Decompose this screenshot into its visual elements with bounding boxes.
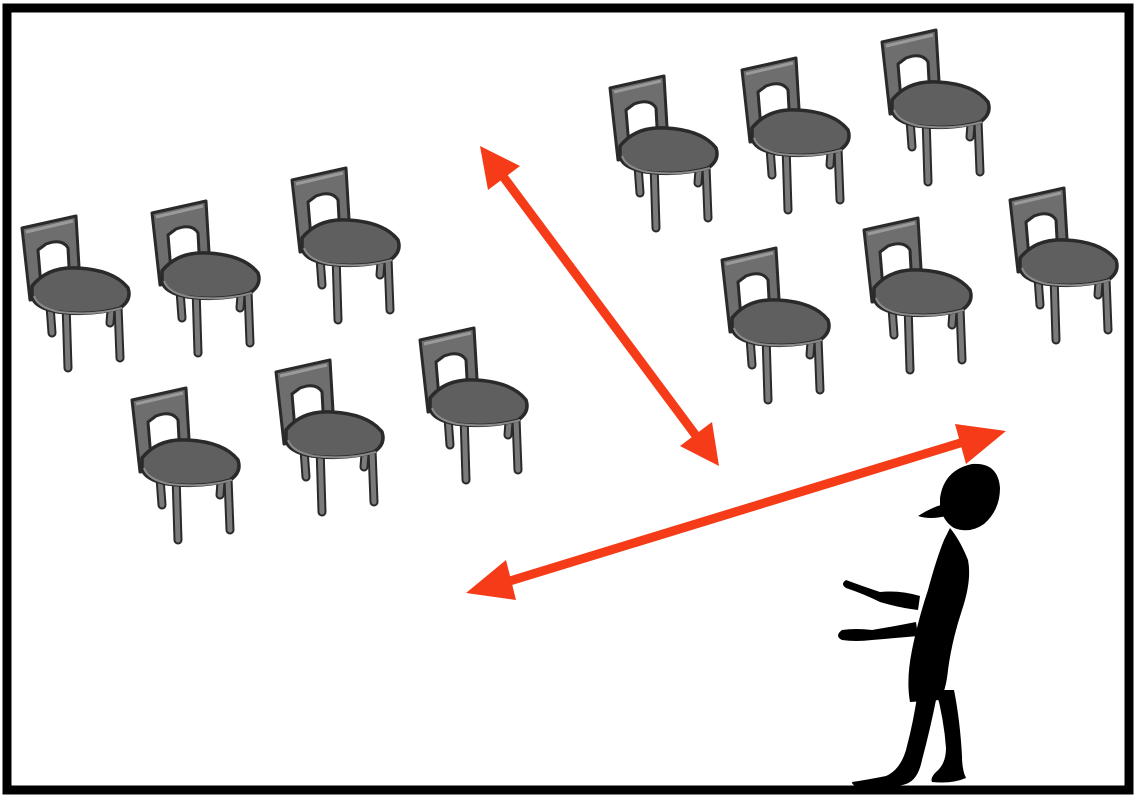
presenter-leg-front <box>931 690 966 783</box>
aisle-arrow-head-top <box>480 146 520 190</box>
presenter-arm-upper <box>843 580 920 610</box>
aisle-arrow-head-bottom <box>680 422 719 466</box>
presenter-nose <box>918 504 946 518</box>
presenter-torso <box>908 528 970 702</box>
front-arrow <box>466 424 1006 600</box>
aisle-arrow <box>480 146 719 466</box>
front-arrow-shaft <box>495 435 975 589</box>
presenter-silhouette-icon <box>838 463 1000 788</box>
front-arrow-head-right <box>955 424 1006 464</box>
presenter-leg-back <box>852 690 936 788</box>
presenter-arm-lower <box>838 622 918 641</box>
presenter-head <box>940 463 1000 531</box>
front-arrow-head-left <box>466 560 516 600</box>
aisle-arrow-shaft <box>497 170 702 442</box>
